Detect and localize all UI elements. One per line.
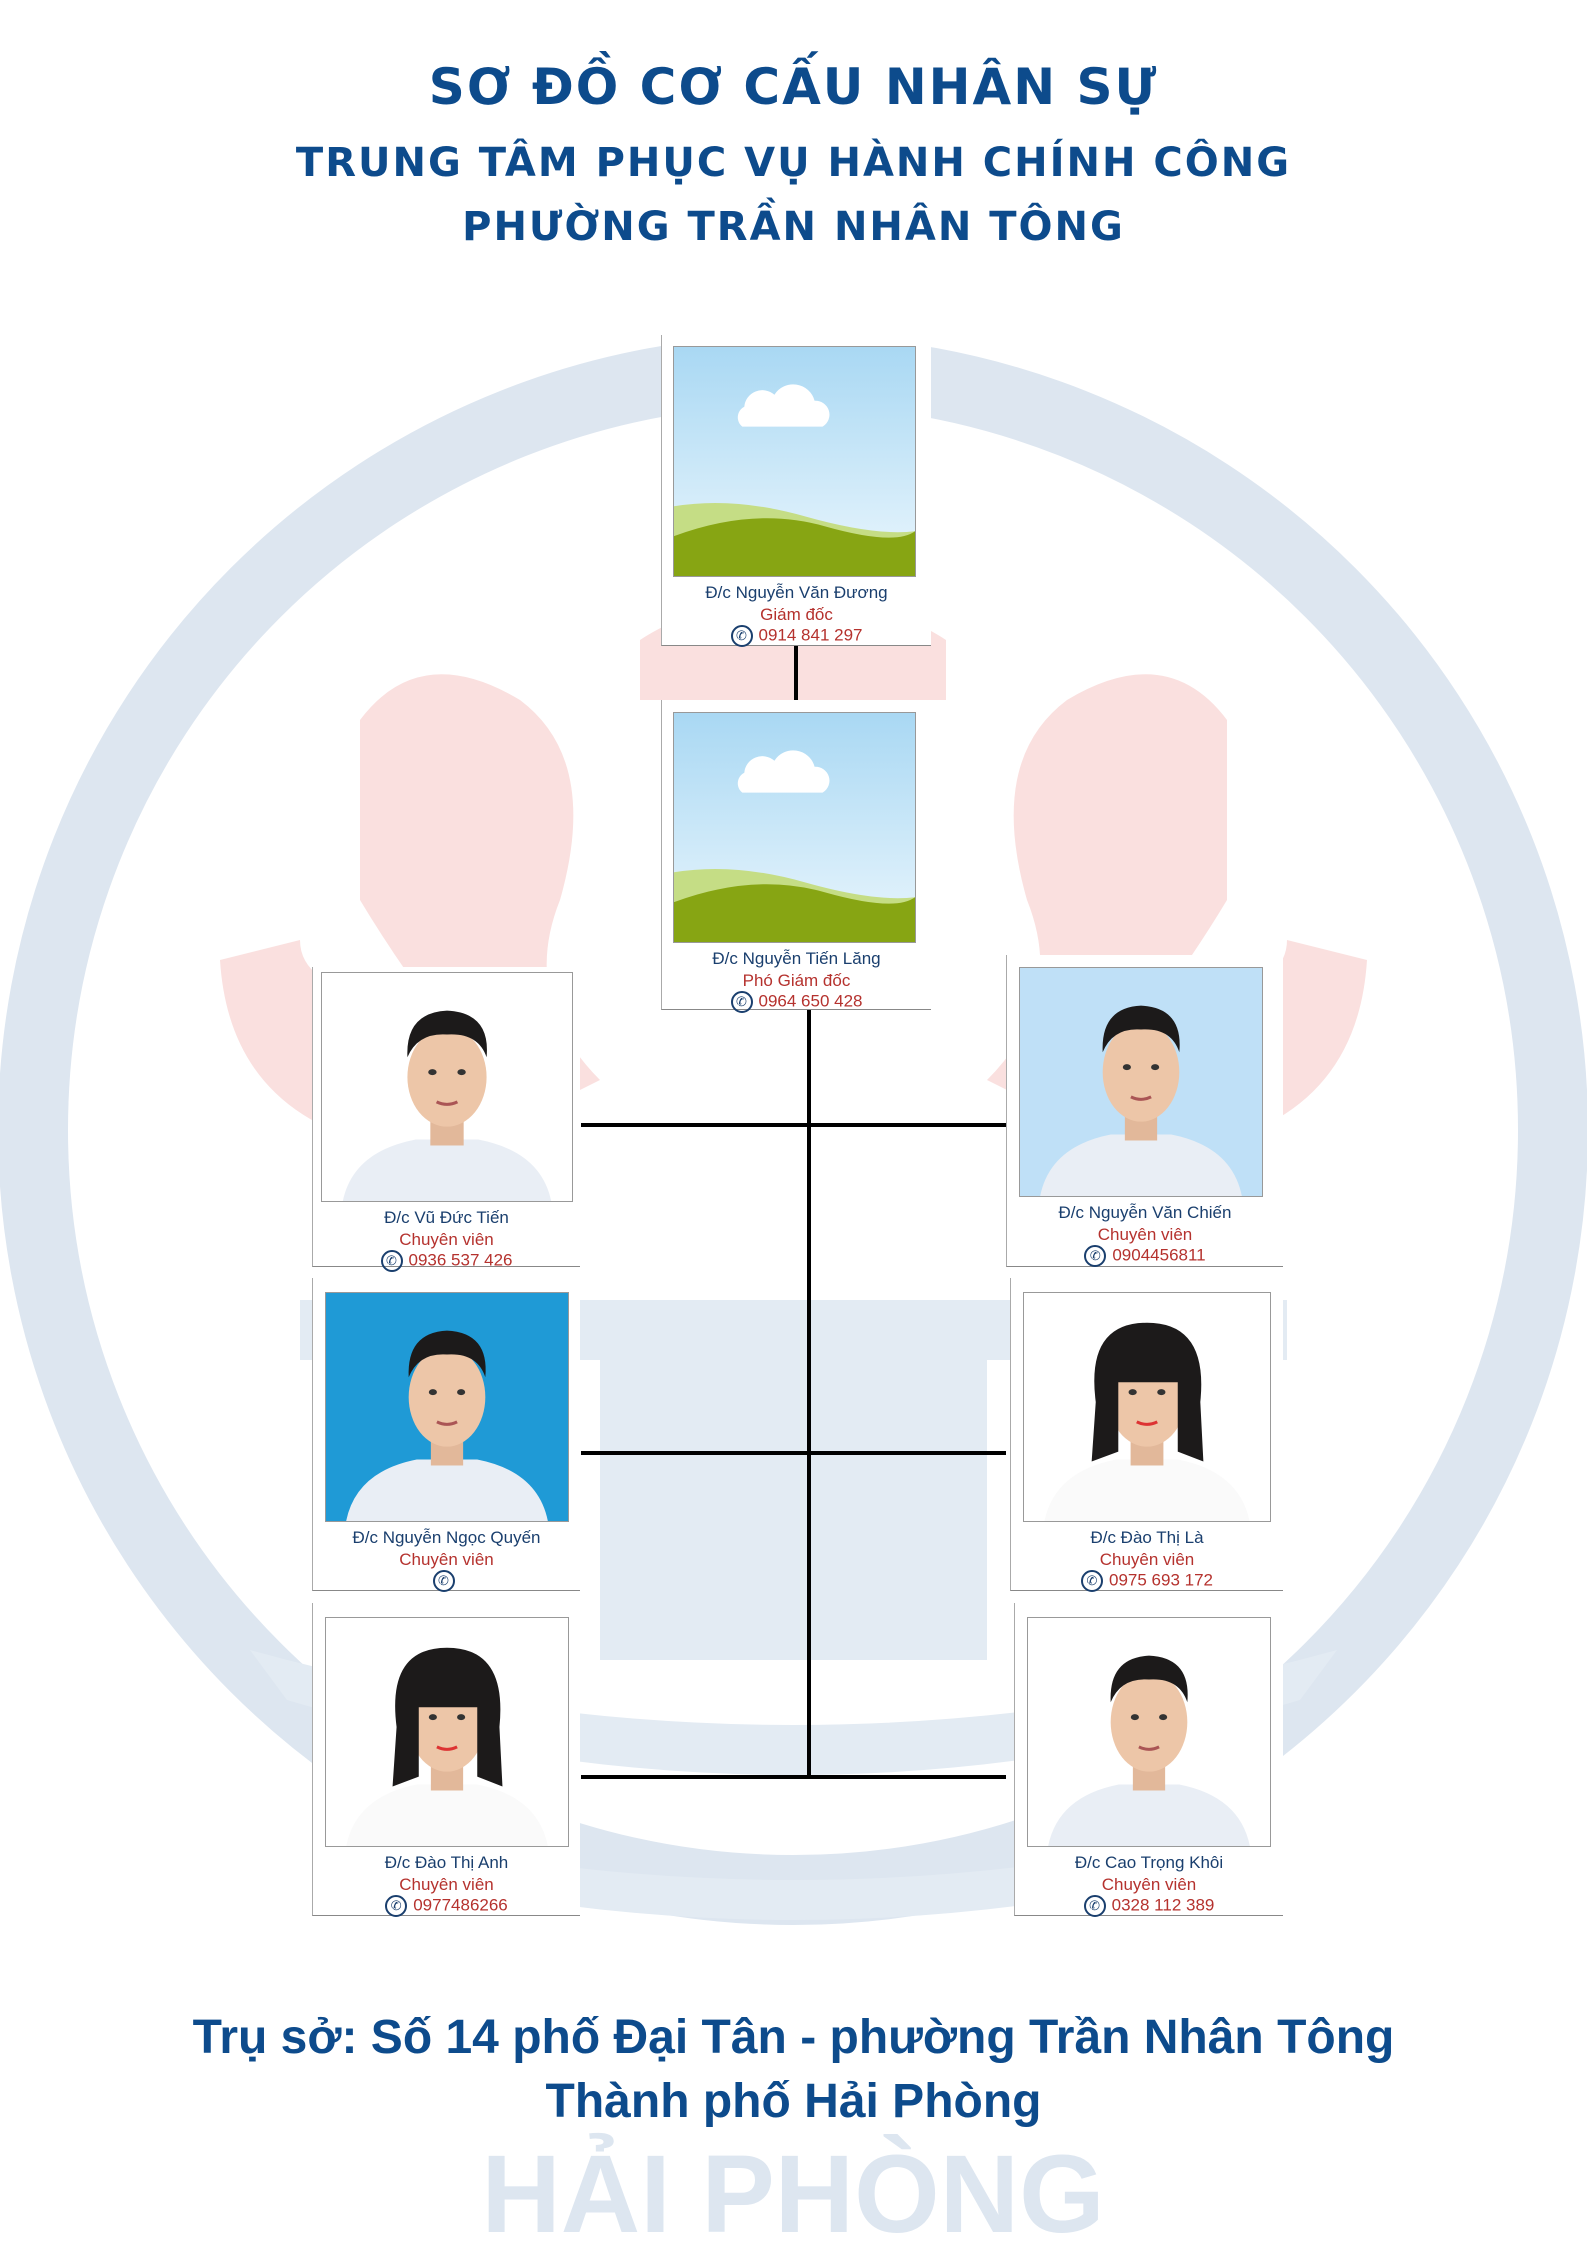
staff-role: Giám đốc <box>760 605 833 624</box>
staff-role: Chuyên viên <box>399 1230 494 1249</box>
staff-photo <box>1019 967 1263 1197</box>
staff-role: Chuyên viên <box>1099 1550 1195 1569</box>
staff-name: Đ/c Nguyễn Tiến Lăng <box>712 949 881 968</box>
phone-icon: ✆ <box>1084 1245 1107 1267</box>
staff-name: Đ/c Đào Thị Anh <box>384 1853 509 1872</box>
connector-director-vice <box>794 646 798 700</box>
phone-icon: ✆ <box>1081 1570 1103 1592</box>
staff-role: Chuyên viên <box>1101 1875 1197 1894</box>
staff-phone-number: 0936 537 426 <box>408 1250 513 1270</box>
staff-phone-number: 0964 650 428 <box>758 991 863 1011</box>
staff-phone: ✆0977486266 <box>313 1895 580 1917</box>
staff-photo <box>321 972 573 1202</box>
staff-name: Đ/c Cao Trọng Khôi <box>1074 1853 1224 1872</box>
phone-icon: ✆ <box>432 1570 455 1592</box>
staff-phone-number: 0975 693 172 <box>1109 1570 1213 1590</box>
staff-card: Đ/c Đào Thị Là Chuyên viên ✆ 0975 693 172 <box>1010 1278 1283 1592</box>
staff-photo <box>1023 1292 1271 1522</box>
staff-role: Chuyên viên <box>399 1875 494 1894</box>
staff-phone: ✆0964 650 428 <box>662 991 931 1013</box>
staff-phone: ✆0914 841 297 <box>662 625 931 647</box>
connector-row-3 <box>581 1775 1006 1779</box>
staff-card: Đ/c Nguyễn Văn Đương Giám đốc ✆0914 841 … <box>661 335 931 647</box>
title-line-1: Sơ đồ cơ cấu nhân sự <box>428 58 1159 116</box>
phone-icon: ✆ <box>380 1250 403 1272</box>
staff-card: Đ/c Nguyễn Văn Chiến Chuyên viên ✆090445… <box>1006 955 1283 1267</box>
staff-phone: ✆ <box>313 1570 580 1592</box>
staff-phone-number: 0977486266 <box>413 1895 508 1915</box>
staff-phone-number: 0914 841 297 <box>758 625 863 645</box>
title-line-3: Phường Trần Nhân Tông <box>462 204 1125 250</box>
staff-photo <box>673 712 916 943</box>
staff-role: Chuyên viên <box>1097 1225 1193 1244</box>
connector-row-2 <box>581 1451 1006 1455</box>
staff-phone-number: 0328 112 389 <box>1111 1895 1215 1915</box>
staff-photo <box>673 346 916 577</box>
footer-address-line-1: Trụ sở: Số 14 phố Đại Tân - phường Trần … <box>192 2011 1395 2064</box>
staff-phone: ✆ 0975 693 172 <box>1011 1570 1283 1592</box>
phone-icon: ✆ <box>385 1895 408 1917</box>
staff-phone: ✆0936 537 426 <box>313 1250 580 1272</box>
phone-icon: ✆ <box>730 625 753 647</box>
phone-icon: ✆ <box>730 991 753 1013</box>
footer-address-line-2: Thành phố Hải Phòng <box>545 2075 1042 2128</box>
watermark-text: HẢI PHÒNG <box>481 2133 1104 2245</box>
staff-name: Đ/c Nguyễn Ngọc Quyến <box>352 1528 541 1547</box>
staff-name: Đ/c Nguyễn Văn Chiến <box>1058 1203 1232 1222</box>
staff-photo <box>325 1617 569 1847</box>
staff-phone-number: 0904456811 <box>1112 1245 1206 1265</box>
connector-row-1 <box>581 1123 1006 1127</box>
staff-card: Đ/c Nguyễn Ngọc Quyến Chuyên viên ✆ <box>312 1278 580 1592</box>
staff-photo <box>1027 1617 1271 1847</box>
phone-icon: ✆ <box>1083 1895 1106 1917</box>
staff-name: Đ/c Đào Thị Là <box>1090 1528 1204 1547</box>
connector-trunk <box>807 1010 811 1777</box>
staff-phone: ✆0328 112 389 <box>1015 1895 1283 1917</box>
title-line-2: Trung tâm phục vụ hành chính công <box>295 140 1292 186</box>
staff-card: Đ/c Cao Trọng Khôi Chuyên viên ✆0328 112… <box>1014 1603 1283 1917</box>
staff-card: Đ/c Đào Thị Anh Chuyên viên ✆0977486266 <box>312 1603 580 1917</box>
staff-name: Đ/c Vũ Đức Tiến <box>384 1208 509 1227</box>
staff-card: Đ/c Nguyễn Tiến Lăng Phó Giám đốc ✆0964 … <box>661 700 931 1013</box>
staff-role: Phó Giám đốc <box>742 971 851 990</box>
staff-name: Đ/c Nguyễn Văn Đương <box>705 583 888 602</box>
staff-phone: ✆0904456811 <box>1007 1245 1283 1267</box>
staff-role: Chuyên viên <box>399 1550 494 1569</box>
staff-photo <box>325 1292 569 1522</box>
staff-card: Đ/c Vũ Đức Tiến Chuyên viên ✆0936 537 42… <box>312 967 580 1272</box>
